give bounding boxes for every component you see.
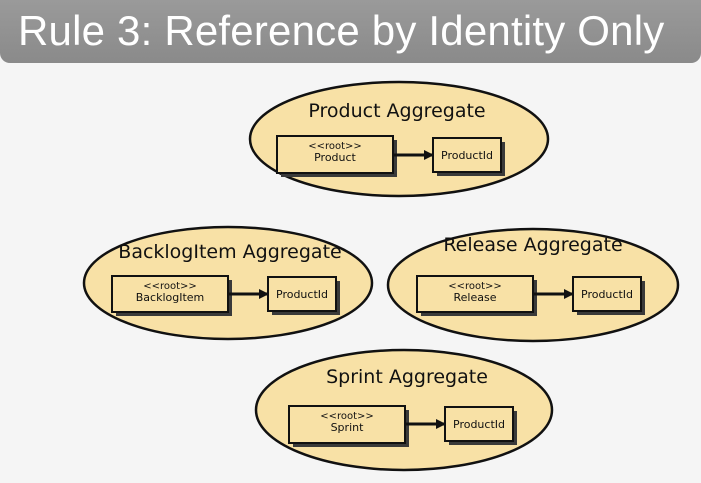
root-entity-box [288, 405, 406, 444]
aggregate-title: Release Aggregate [443, 234, 622, 256]
root-entity-name: BacklogItem [136, 291, 205, 304]
root-entity-box [276, 135, 394, 174]
aggregate-title: BacklogItem Aggregate [118, 241, 341, 263]
root-entity-name: Release [454, 291, 497, 304]
identity-name: ProductId [453, 418, 505, 431]
identity-name: ProductId [276, 288, 328, 301]
backlogitem-aggregate: BacklogItem Aggregate <<root>> BacklogIt… [82, 225, 374, 341]
root-stereotype: <<root>> [143, 281, 197, 292]
identity-box [267, 276, 337, 312]
identity-name: ProductId [581, 288, 633, 301]
root-entity-name: Sprint [331, 421, 365, 434]
product-aggregate: Product Aggregate <<root>> Product Produ… [248, 80, 550, 198]
root-entity-box [111, 275, 229, 313]
identity-box [444, 406, 514, 442]
root-stereotype: <<root>> [308, 141, 362, 152]
identity-box [572, 276, 642, 312]
aggregate-title: Product Aggregate [308, 100, 485, 122]
root-entity-name: Product [314, 151, 356, 164]
slide-title: Rule 3: Reference by Identity Only [18, 7, 665, 54]
release-aggregate: Release Aggregate <<root>> Release Produ… [386, 227, 680, 343]
identity-name: ProductId [441, 149, 493, 162]
title-bar: Rule 3: Reference by Identity Only [0, 0, 701, 63]
sprint-aggregate: Sprint Aggregate <<root>> Sprint Product… [254, 348, 554, 472]
aggregate-title: Sprint Aggregate [326, 366, 488, 388]
root-stereotype: <<root>> [448, 281, 502, 292]
root-entity-box [416, 275, 534, 313]
identity-box [432, 137, 502, 173]
root-stereotype: <<root>> [320, 411, 374, 422]
